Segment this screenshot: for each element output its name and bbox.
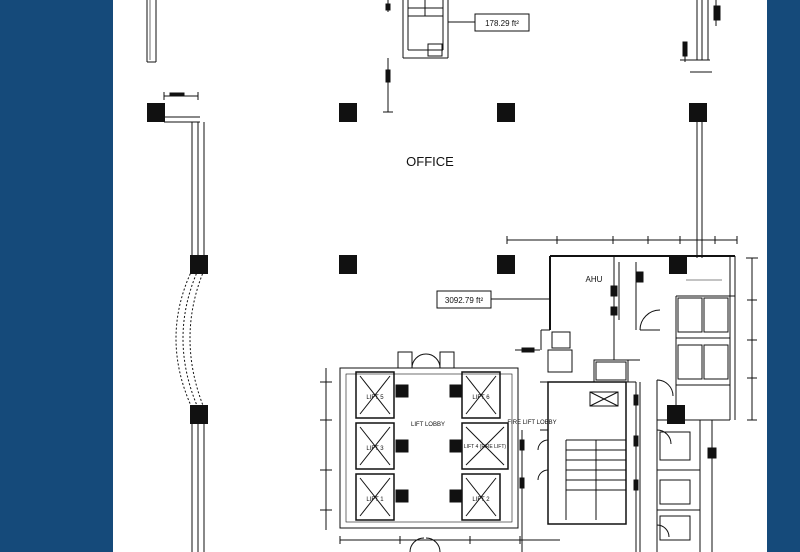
floor-plan-sheet: OFFICE 178.29 ft² 3092.79 ft² AHU LIFT L… [113,0,767,552]
lift-core [320,351,560,552]
north-stair [402,0,475,59]
structural-columns [147,103,707,424]
lift-label-4: LIFT 4 (FIRE LIFT) [464,444,506,450]
room-label-fire-lift-lobby: FIRE LIFT LOBBY [507,420,556,426]
lift-label-3: LIFT 3 [366,446,384,452]
lift-label-6: LIFT 6 [472,395,490,401]
service-core [515,255,736,421]
lift-label-2: LIFT 2 [472,497,490,503]
room-label-office: OFFICE [406,154,454,169]
room-label-ahu: AHU [586,275,603,284]
fire-stair [519,381,641,552]
east-exterior-wall [680,0,721,258]
area-label-box-top [474,13,530,32]
area-label-top: 178.29 ft² [485,19,519,28]
core-dimensions [506,236,758,421]
lift-label-1: LIFT 1 [366,497,384,503]
area-label-main: 3092.79 ft² [445,296,484,305]
toilet-block [656,420,717,552]
lift-label-5: LIFT 5 [366,395,384,401]
floor-plan-drawing: OFFICE 178.29 ft² 3092.79 ft² AHU LIFT L… [146,0,758,552]
room-label-lift-lobby: LIFT LOBBY [411,422,445,428]
west-exterior-wall [146,0,205,552]
